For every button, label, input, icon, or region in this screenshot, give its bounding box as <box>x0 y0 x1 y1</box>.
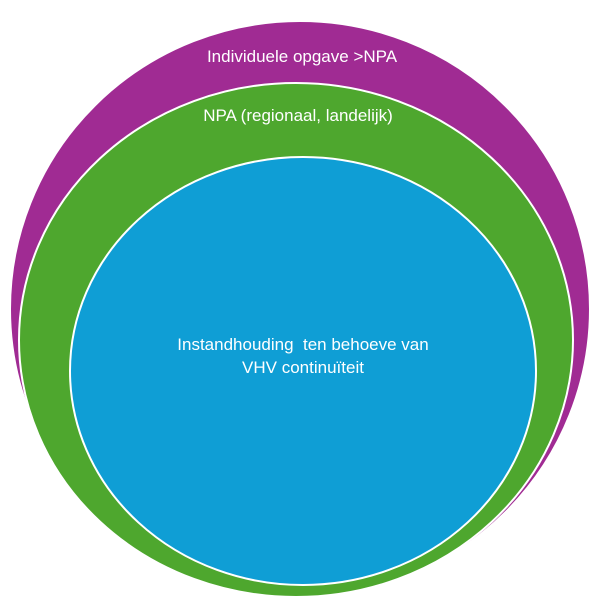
inner-circle-label-line2: VHV continuïteit <box>242 358 364 377</box>
inner-circle-instandhouding <box>69 156 537 586</box>
outer-circle-label: Individuele opgave >NPA <box>207 47 398 66</box>
middle-circle-label: NPA (regionaal, landelijk) <box>203 106 393 125</box>
inner-circle-label-line1: Instandhouding ten behoeve van <box>177 335 428 354</box>
